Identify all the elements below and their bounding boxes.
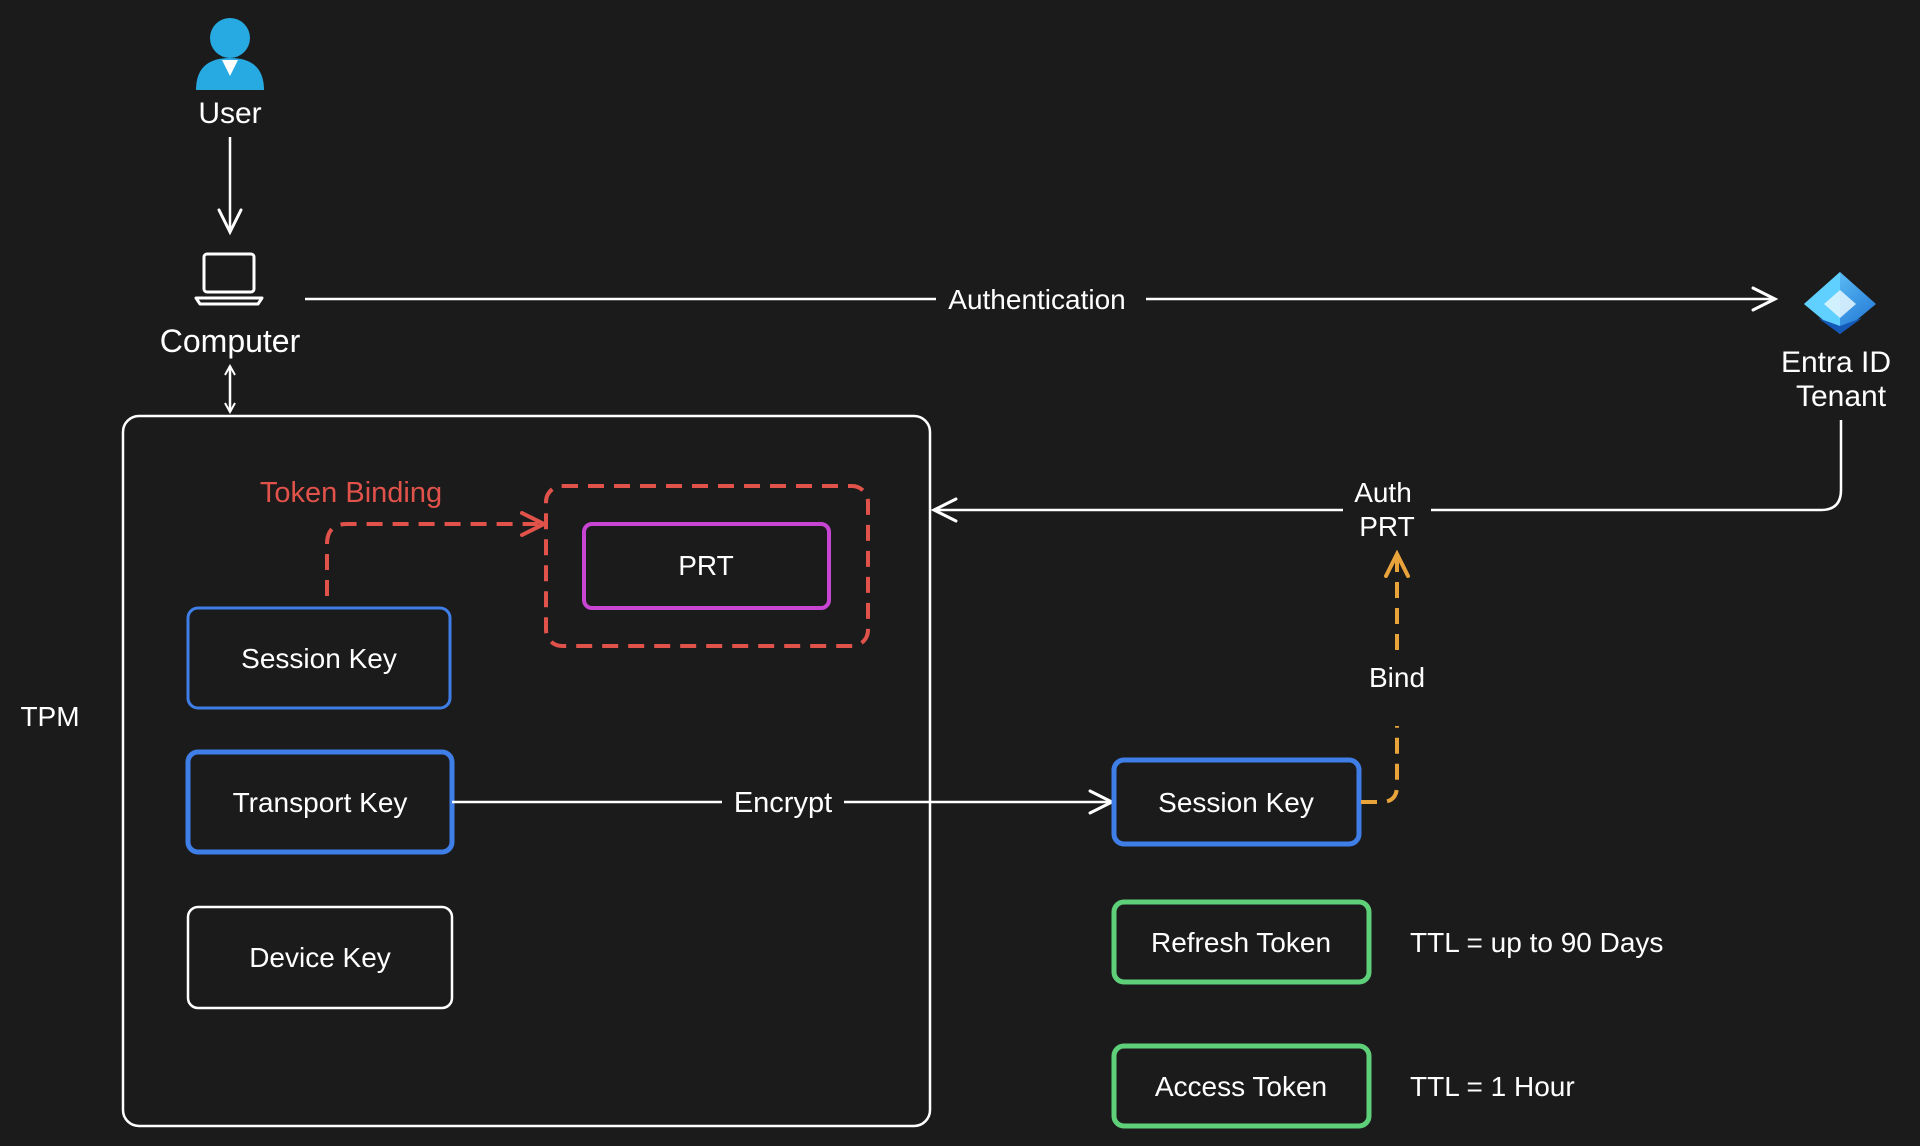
token-binding-arrow [325,524,544,596]
auth-prt-label-line2: PRT [1359,511,1415,542]
tenant-to-auth-prt-line [1431,420,1843,512]
bind-label: Bind [1369,662,1425,693]
user-icon [196,18,264,90]
token-binding-label: Token Binding [260,477,442,509]
auth-prt-label-line1: Auth [1354,477,1412,508]
tpm-container [121,414,932,1128]
prt-label: PRT [678,550,734,581]
encrypt-label: Encrypt [734,787,832,819]
tpm-label: TPM [20,701,79,732]
authentication-label: Authentication [948,284,1125,315]
user-label: User [198,97,261,130]
access-token-box: Access Token [1111,1043,1372,1129]
tenant-label-line1: Entra ID [1781,346,1891,379]
laptop-icon [194,252,264,306]
tpm-session-key-label: Session Key [241,643,397,674]
access-token-label: Access Token [1155,1071,1327,1102]
outside-session-key-label: Session Key [1158,787,1314,818]
transport-key-box: Transport Key [185,749,455,855]
access-token-ttl: TTL = 1 Hour [1410,1071,1575,1102]
tpm-session-key-box: Session Key [186,606,452,710]
outside-session-key-box: Session Key [1111,757,1362,847]
device-key-label: Device Key [249,942,391,973]
tenant-label-line2: Tenant [1796,380,1887,413]
refresh-token-box: Refresh Token [1111,899,1372,985]
transport-key-label: Transport Key [233,787,408,818]
prt-box: PRT [582,522,831,610]
bind-arrow-lower [1361,726,1399,804]
refresh-token-ttl: TTL = up to 90 Days [1410,927,1663,958]
computer-label: Computer [160,323,301,359]
refresh-token-label: Refresh Token [1151,927,1331,958]
prt-binding-boundary [544,484,870,648]
entra-id-icon [1804,272,1876,334]
device-key-box: Device Key [186,905,454,1010]
